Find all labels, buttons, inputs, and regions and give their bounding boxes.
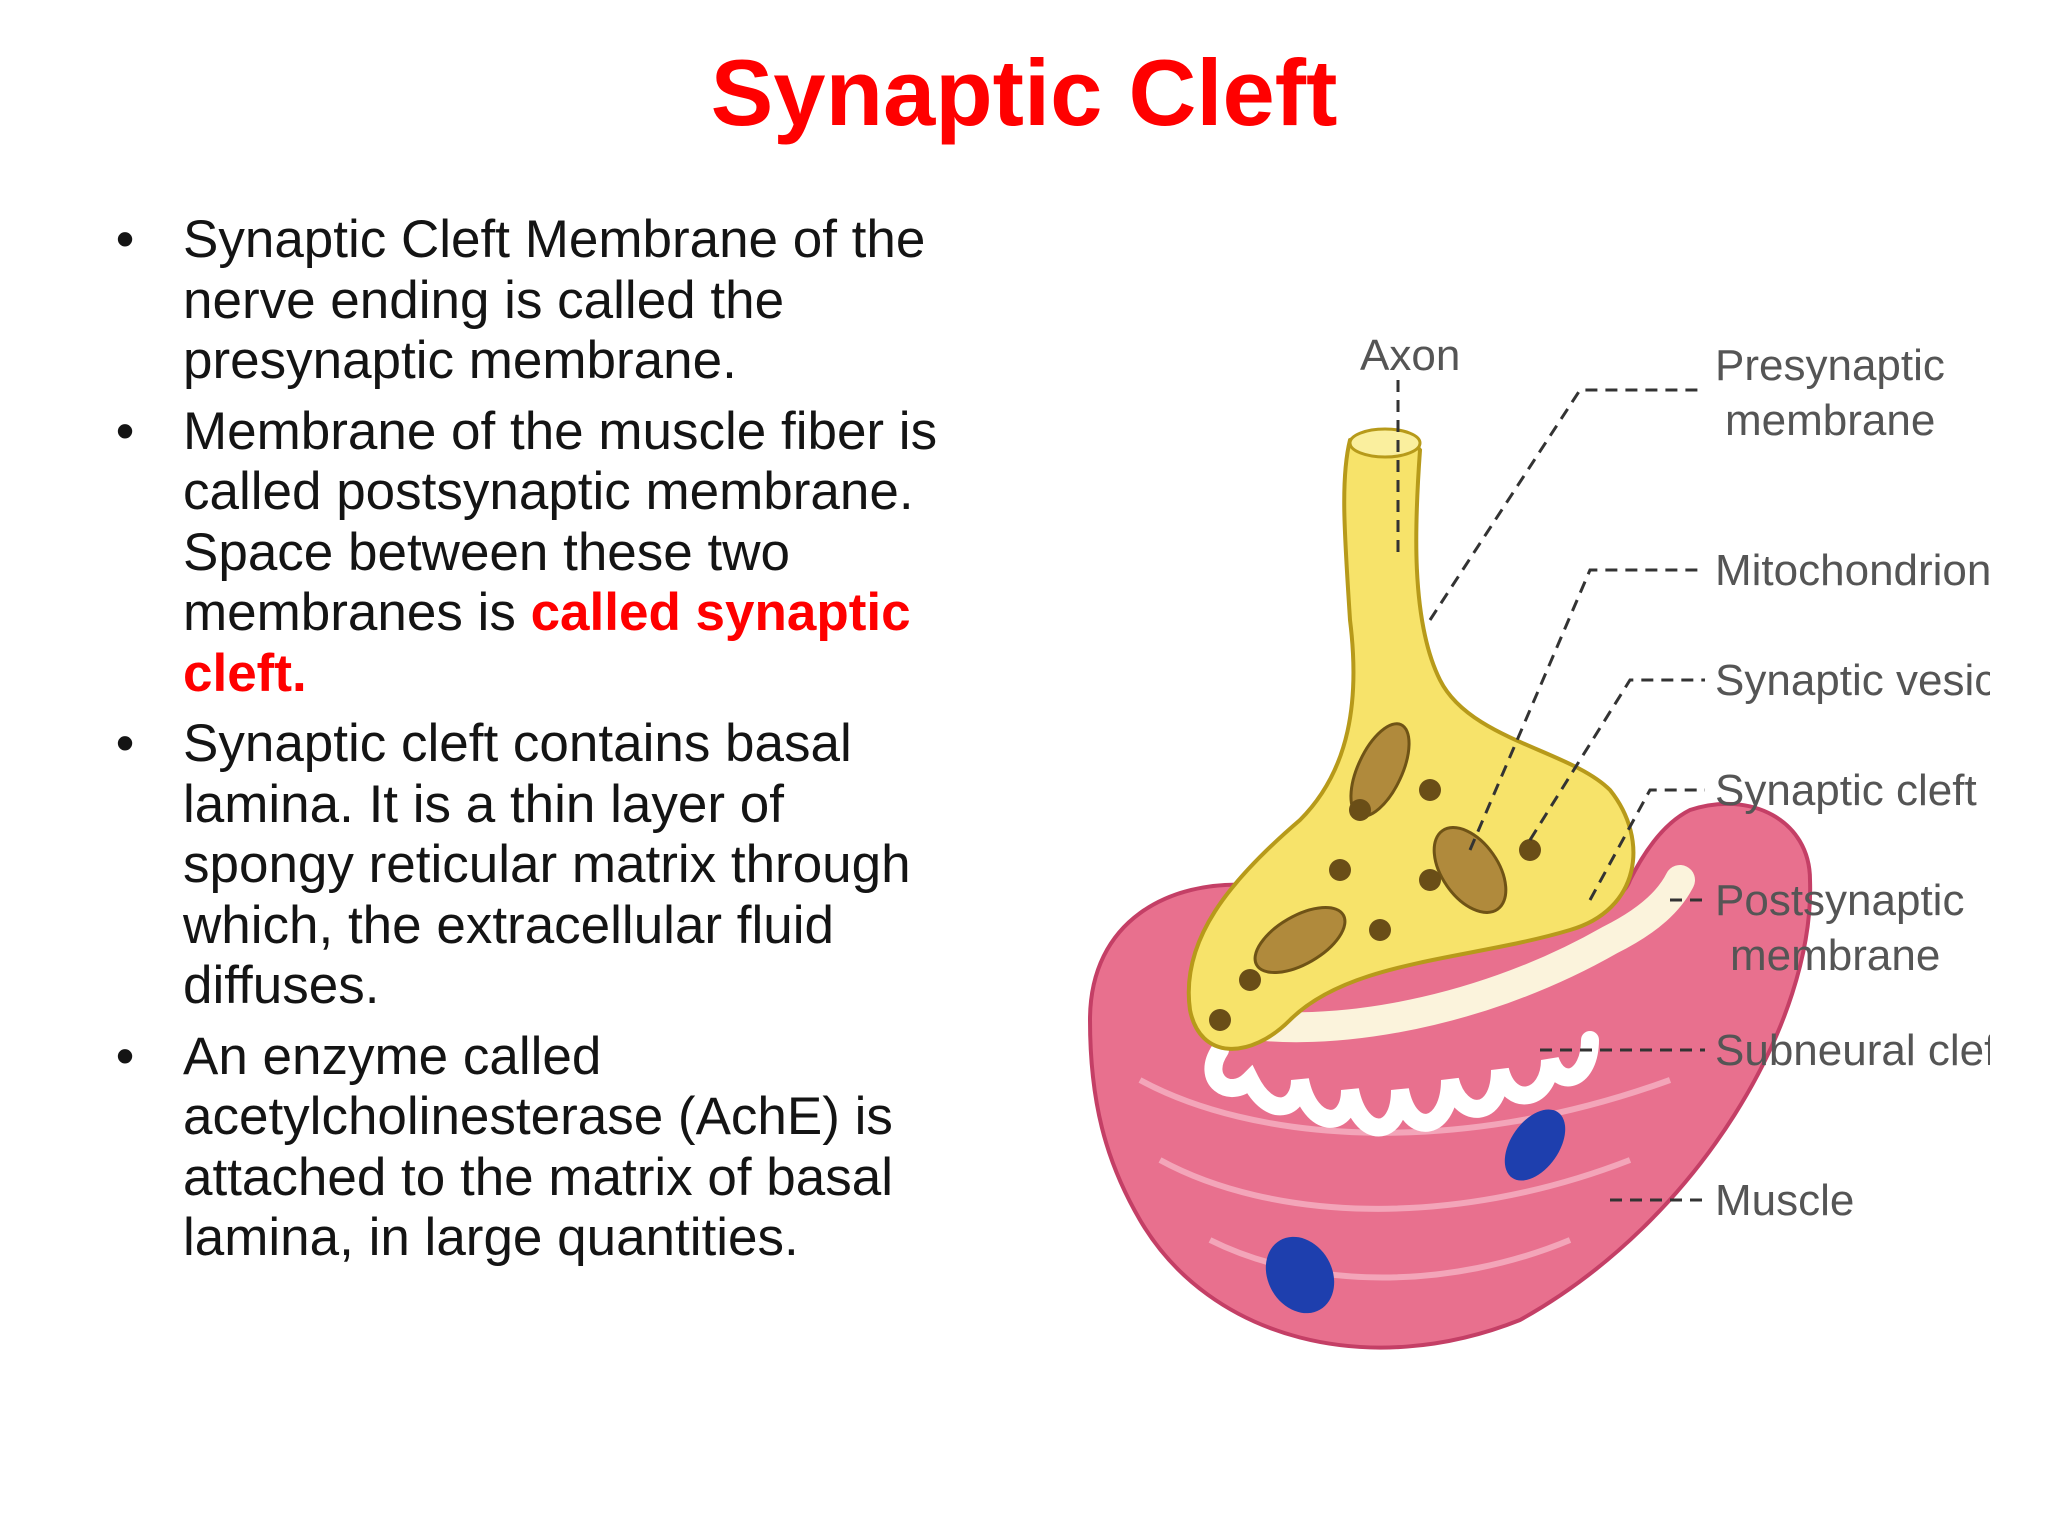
label-synaptic-vesicle: Synaptic vesicle bbox=[1715, 656, 1990, 705]
label-synaptic-cleft: Synaptic cleft bbox=[1715, 766, 1977, 815]
muscle-striation bbox=[1208, 1237, 1572, 1281]
muscle-nucleus bbox=[1504, 1109, 1566, 1181]
synaptic-vesicle-leader bbox=[1528, 678, 1705, 841]
mitochondrion bbox=[1253, 905, 1347, 975]
bullet-item: • An enzyme called acetylcholinesterase … bbox=[105, 1027, 945, 1269]
muscle-striation bbox=[1158, 1157, 1632, 1212]
axon-opening bbox=[1348, 427, 1422, 459]
bullet-text: Membrane of the muscle fiber is called p… bbox=[183, 401, 938, 643]
label-muscle: Muscle bbox=[1715, 1176, 1854, 1225]
mitochondrion-leader bbox=[1468, 568, 1705, 851]
synaptic-vesicle bbox=[1519, 839, 1541, 861]
synaptic-vesicle bbox=[1369, 919, 1391, 941]
label-postsynaptic-membrane: membrane bbox=[1730, 931, 1940, 980]
bullet-dot-icon: • bbox=[115, 714, 135, 773]
slide-title: Synaptic Cleft bbox=[710, 40, 1338, 145]
bullet-text: Synaptic cleft contains basal lamina. It… bbox=[183, 714, 911, 1015]
label-subneural-cleft: Subneural cleft bbox=[1715, 1026, 1990, 1075]
label-mitochondrion: Mitochondrion bbox=[1715, 546, 1990, 595]
synaptic-vesicle bbox=[1349, 799, 1371, 821]
synaptic-vesicle bbox=[1419, 869, 1441, 891]
muscle-nucleus bbox=[1265, 1236, 1335, 1314]
bullet-dot-icon: • bbox=[115, 1026, 135, 1086]
subneural-cleft-folds bbox=[1204, 1031, 1599, 1137]
synapse-diagram-svg: Axon Presynaptic membrane Mitochondrion … bbox=[1087, 331, 1990, 1350]
synaptic-cleft-leader bbox=[1588, 788, 1705, 901]
bullet-list: • Synaptic Cleft Membrane of the nerve e… bbox=[105, 210, 945, 1279]
bullet-dot-icon: • bbox=[115, 401, 135, 461]
mitochondrion bbox=[1432, 826, 1508, 914]
bullet-item: • Synaptic cleft contains basal lamina. … bbox=[105, 714, 945, 1017]
synapse-diagram: Axon Presynaptic membrane Mitochondrion … bbox=[1050, 320, 1990, 1420]
bullet-text: Synaptic Cleft Membrane of the nerve end… bbox=[183, 210, 926, 390]
synaptic-cleft-space bbox=[1210, 865, 1695, 1043]
synaptic-vesicle bbox=[1209, 1009, 1231, 1031]
synaptic-vesicle bbox=[1329, 859, 1351, 881]
nerve-terminal bbox=[1186, 432, 1636, 1051]
presynaptic-leader bbox=[1428, 388, 1705, 621]
label-presynaptic-membrane: membrane bbox=[1725, 396, 1935, 445]
label-axon: Axon bbox=[1360, 331, 1460, 380]
bullet-dot-icon: • bbox=[115, 210, 135, 269]
bullet-item: • Membrane of the muscle fiber is called… bbox=[105, 402, 945, 705]
label-presynaptic: Presynaptic bbox=[1715, 341, 1945, 390]
synaptic-vesicle bbox=[1419, 779, 1441, 801]
synaptic-vesicle bbox=[1239, 969, 1261, 991]
muscle-striation bbox=[1138, 1077, 1672, 1136]
bullet-item: • Synaptic Cleft Membrane of the nerve e… bbox=[105, 210, 945, 392]
label-postsynaptic: Postsynaptic bbox=[1715, 876, 1964, 925]
bullet-text: An enzyme called acetylcholinesterase (A… bbox=[183, 1026, 894, 1268]
bullet-highlight: called synaptic cleft. bbox=[183, 583, 911, 703]
